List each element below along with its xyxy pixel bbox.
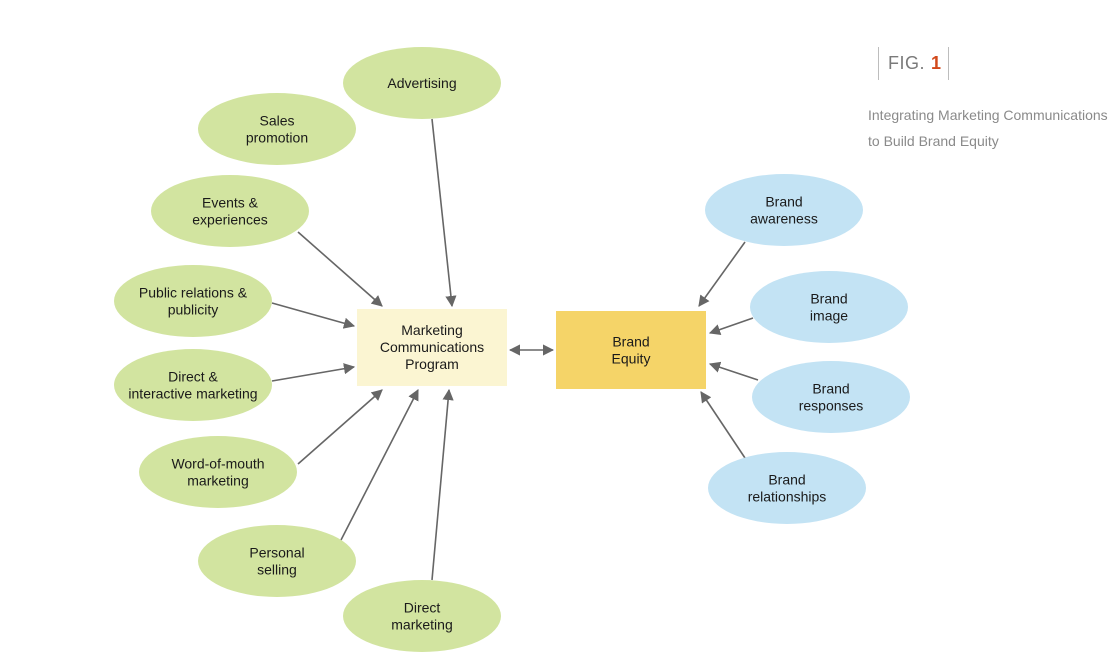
program-text-line: Marketing xyxy=(401,322,462,338)
relationships-ellipse xyxy=(708,452,866,524)
sales-promotion-text-line: Sales xyxy=(259,113,294,129)
arrow-image xyxy=(708,317,754,335)
responses-ellipse xyxy=(752,361,910,433)
figure-caption-line-2: to Build Brand Equity xyxy=(868,133,999,149)
image-text-line: image xyxy=(810,308,848,324)
brand-equity-text-line: Brand xyxy=(612,334,649,350)
figure-caption: Integrating Marketing Communications to … xyxy=(868,102,1108,154)
relationships-text-line: relationships xyxy=(748,489,827,505)
image-text-line: Brand xyxy=(810,291,847,307)
image-ellipse xyxy=(750,271,908,343)
events-experiences-text-line: Events & xyxy=(202,195,259,211)
advertising-ellipse xyxy=(343,47,501,119)
public-relations-text-line: Public relations & xyxy=(139,285,248,301)
relationships-text-line: Brand xyxy=(768,472,805,488)
word-of-mouth-text-line: Word-of-mouth xyxy=(171,456,264,472)
events-experiences-node: Events &experiences xyxy=(151,175,309,247)
program-text-line: Program xyxy=(405,356,459,372)
public-relations-node: Public relations &publicity xyxy=(114,265,272,337)
arrow-direct-marketing xyxy=(431,388,454,581)
responses-text-line: responses xyxy=(799,398,864,414)
personal-selling-text-line: Personal xyxy=(249,545,304,561)
arrow-advertising xyxy=(431,118,457,308)
word-of-mouth-text-line: marketing xyxy=(187,473,248,489)
figure-caption-line-1: Integrating Marketing Communications xyxy=(868,107,1108,123)
arrow-personal-selling xyxy=(340,389,419,541)
direct-marketing-text-line: Direct xyxy=(404,600,441,616)
figure-number: 1 xyxy=(931,53,942,73)
program-text-line: Communications xyxy=(380,339,484,355)
awareness-text-line: awareness xyxy=(750,211,818,227)
advertising-node: Advertising xyxy=(343,47,501,119)
direct-interactive-text-line: Direct & xyxy=(168,369,218,385)
direct-marketing-ellipse xyxy=(343,580,501,652)
public-relations-ellipse xyxy=(114,265,272,337)
public-relations-text-line: publicity xyxy=(168,302,219,318)
arrow-word-of-mouth xyxy=(297,389,383,465)
program-box xyxy=(357,309,507,386)
arrow-relationships xyxy=(700,391,746,459)
direct-interactive-ellipse xyxy=(114,349,272,421)
arrow-direct-interactive xyxy=(271,363,356,382)
awareness-ellipse xyxy=(705,174,863,246)
brand-equity-text-line: Equity xyxy=(612,351,651,367)
direct-interactive-text-line: interactive marketing xyxy=(128,386,257,402)
direct-marketing-text-line: marketing xyxy=(391,617,452,633)
sales-promotion-ellipse xyxy=(198,93,356,165)
arrow-awareness xyxy=(698,241,746,307)
arrows-layer xyxy=(271,118,759,581)
sales-promotion-text-line: promotion xyxy=(246,130,308,146)
responses-text-line: Brand xyxy=(812,381,849,397)
awareness-text-line: Brand xyxy=(765,194,802,210)
arrow-events-experiences xyxy=(297,231,383,307)
personal-selling-ellipse xyxy=(198,525,356,597)
figure-label-text: FIG. xyxy=(888,53,925,73)
arrow-responses xyxy=(708,361,759,381)
brand-equity-box xyxy=(556,311,706,389)
word-of-mouth-ellipse xyxy=(139,436,297,508)
events-experiences-text-line: experiences xyxy=(192,212,268,228)
arrow-public-relations xyxy=(271,302,356,329)
advertising-text-line: Advertising xyxy=(387,75,456,91)
events-experiences-ellipse xyxy=(151,175,309,247)
personal-selling-text-line: selling xyxy=(257,562,297,578)
direct-interactive-node: Direct &interactive marketing xyxy=(114,349,272,421)
figure-label: FIG. 1 xyxy=(878,47,949,80)
